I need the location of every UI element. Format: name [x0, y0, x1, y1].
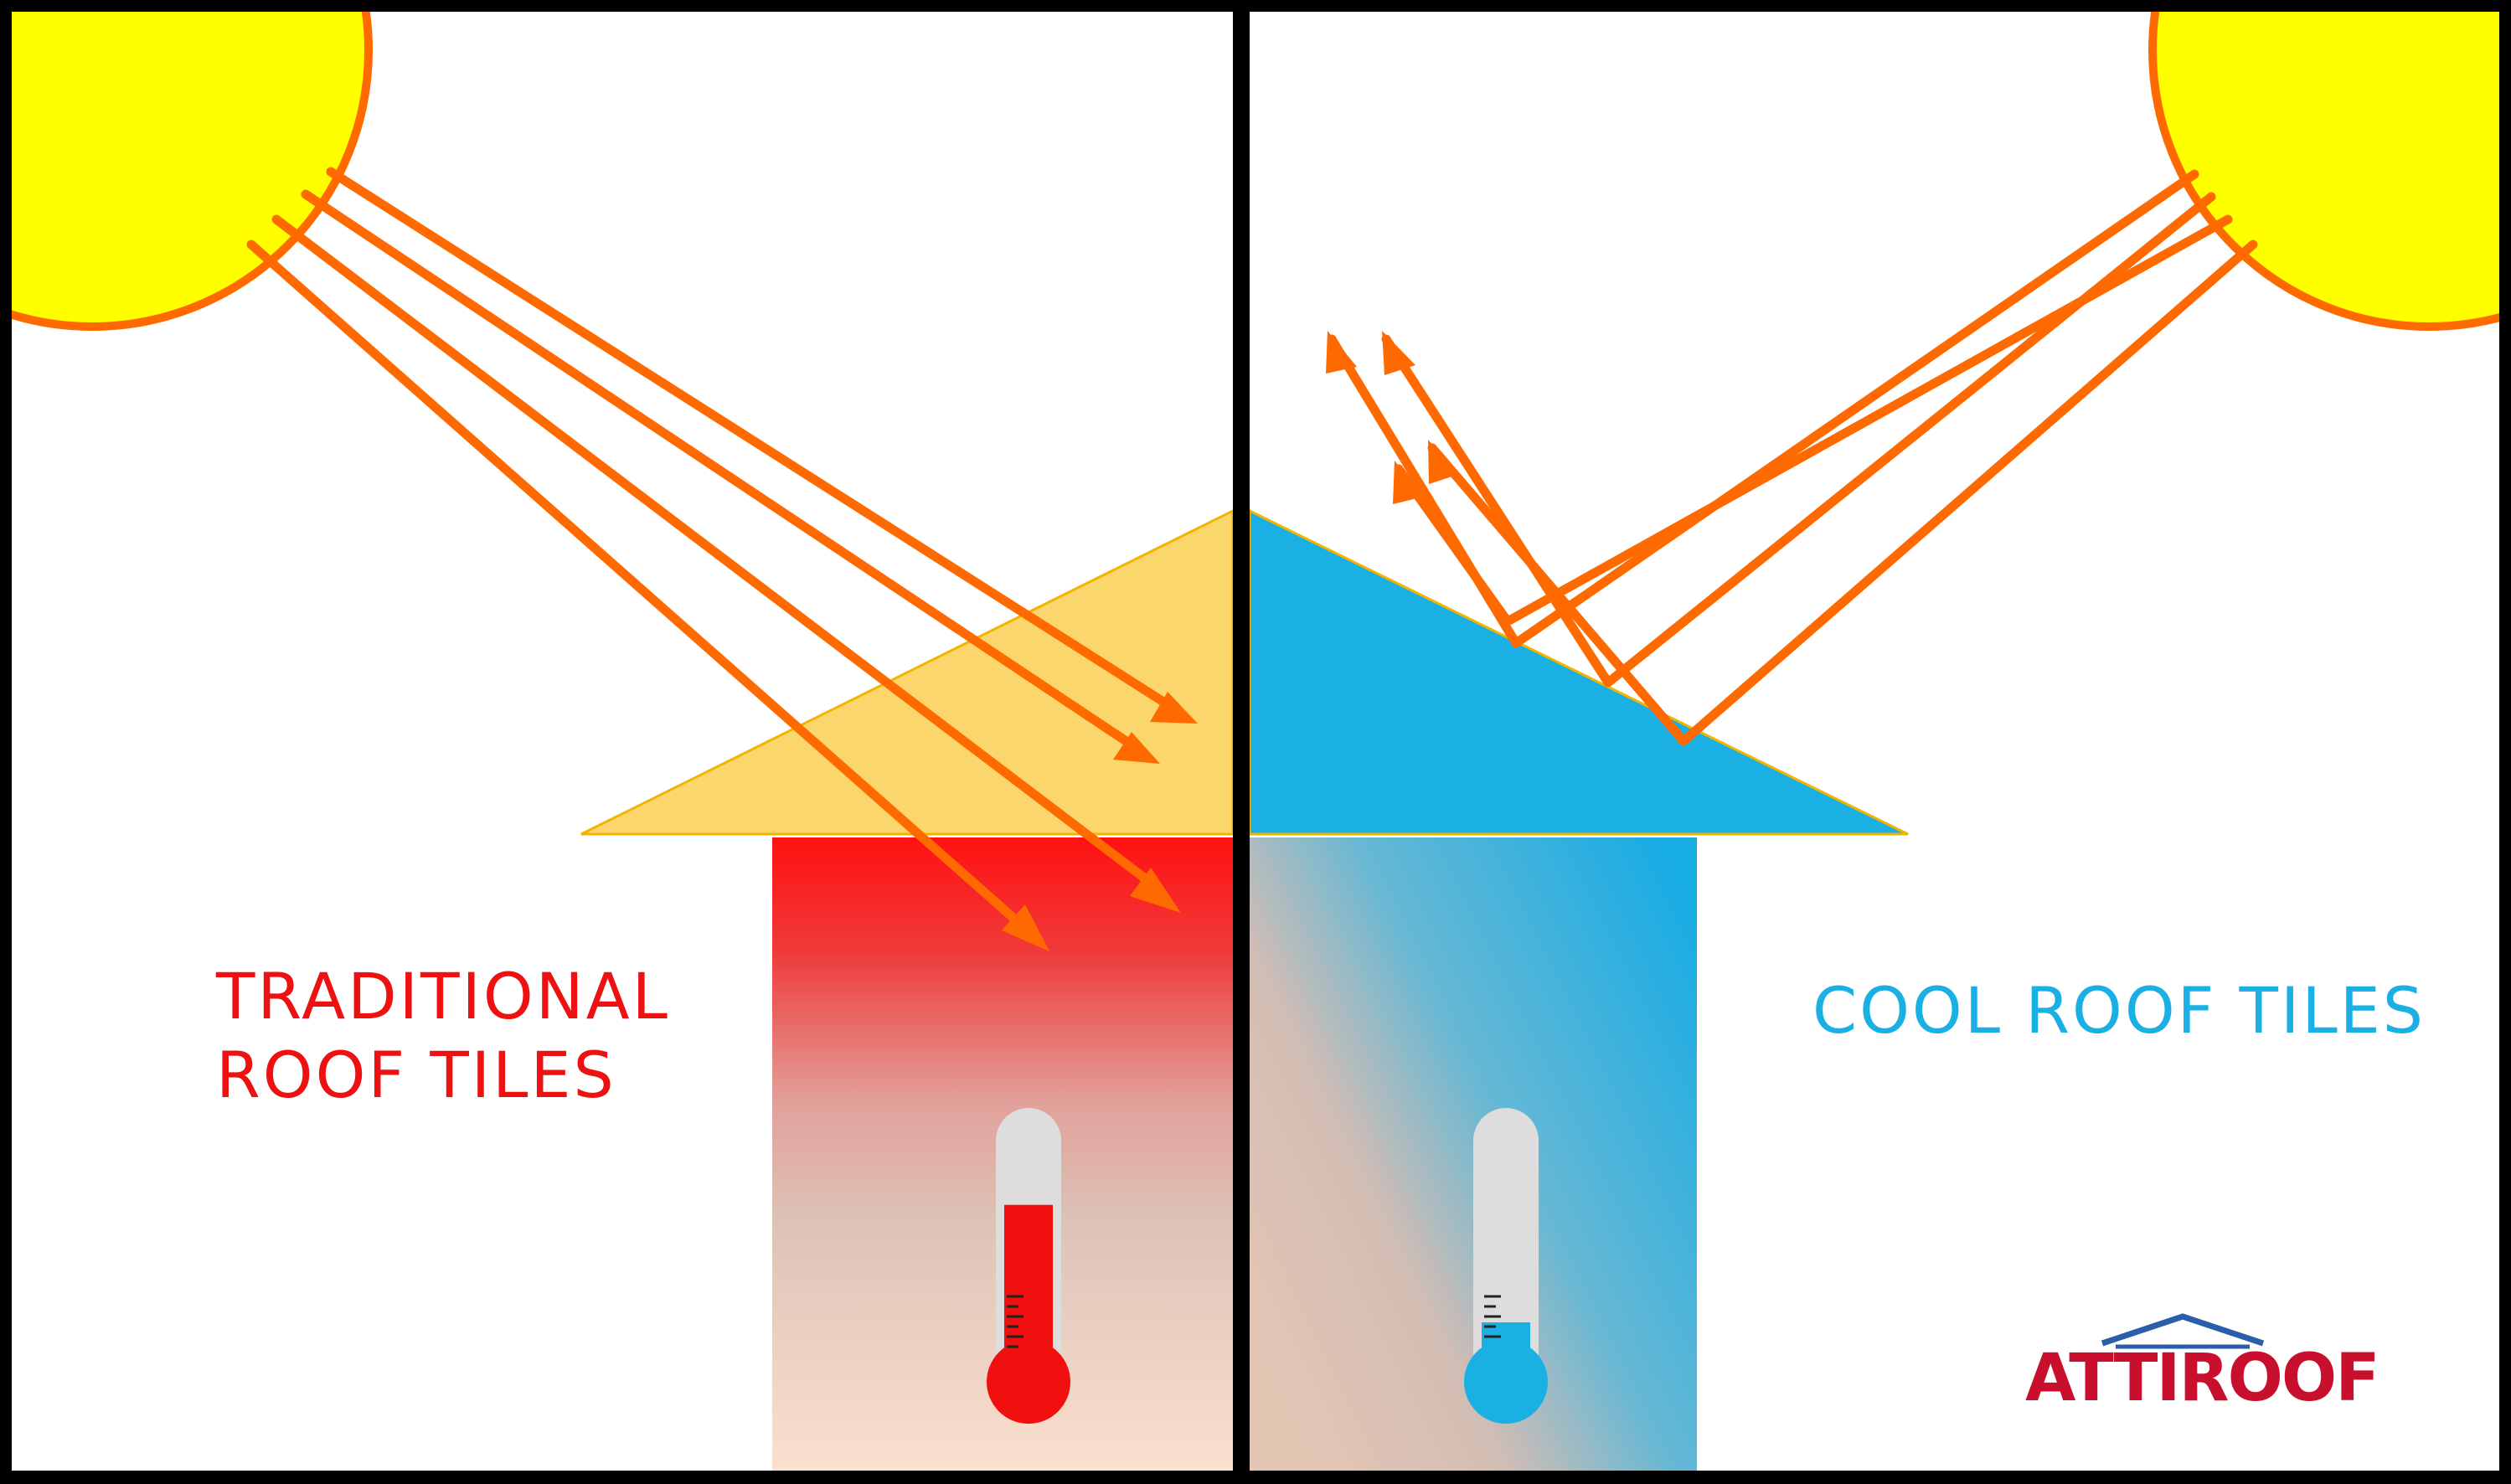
attiroof-logo: ATTIROOF [2025, 1311, 2276, 1420]
cool-thermometer [1464, 1108, 1548, 1424]
logo-wordmark: ATTIROOF [2025, 1345, 2379, 1412]
thermometer-mercury [1482, 1322, 1530, 1373]
thermometer-mercury [1004, 1205, 1053, 1373]
hot-thermometer [987, 1108, 1070, 1424]
cool-roof-label: COOL ROOF TILES [1812, 971, 2426, 1050]
traditional-roof-label: TRADITIONAL ROOF TILES [216, 957, 670, 1115]
center-divider [1233, 0, 1250, 1484]
